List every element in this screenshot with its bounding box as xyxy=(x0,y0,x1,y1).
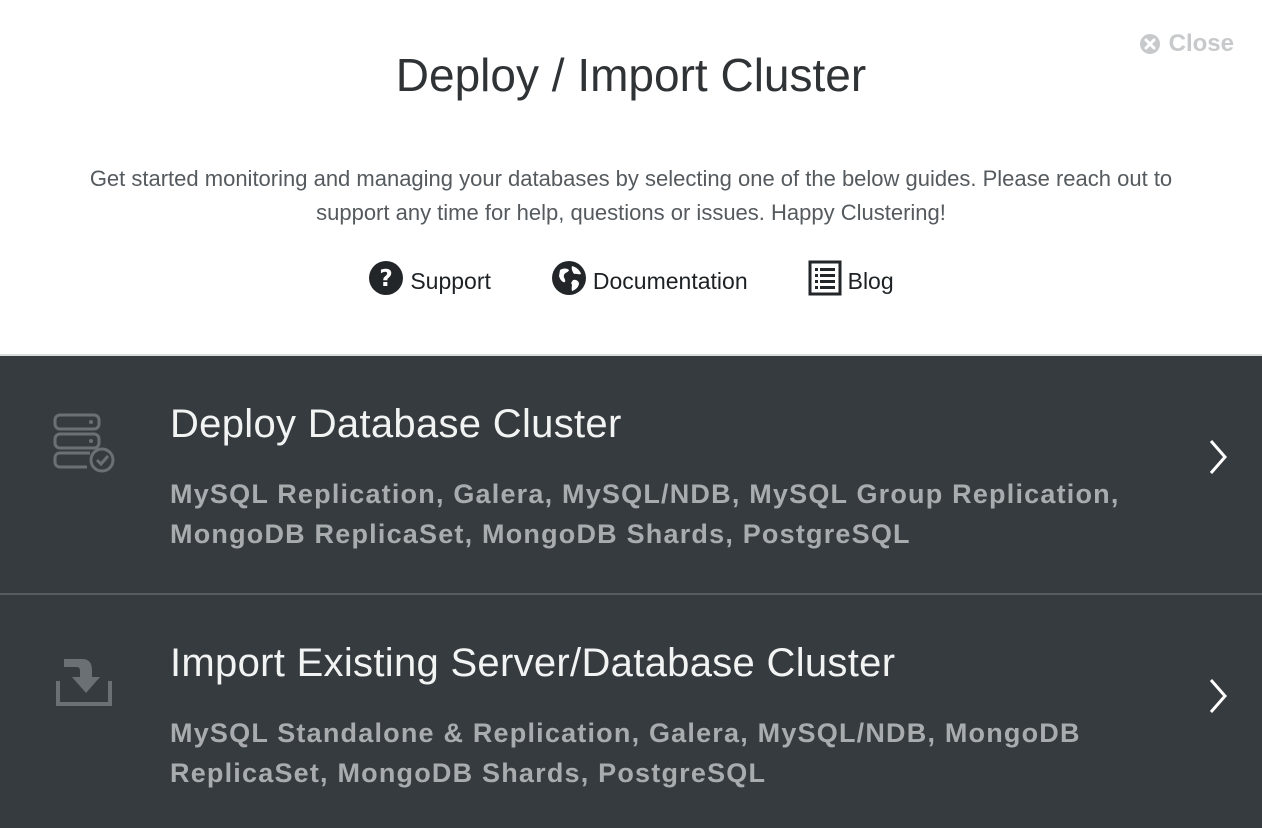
blog-link[interactable]: Blog xyxy=(808,260,894,296)
close-button[interactable]: Close xyxy=(1139,30,1234,58)
deploy-cluster-description: MySQL Replication, Galera, MySQL/NDB, My… xyxy=(170,479,1120,549)
globe-icon xyxy=(551,260,587,296)
support-link[interactable]: ? Support xyxy=(368,260,491,296)
intro-text: Get started monitoring and managing your… xyxy=(89,166,1173,225)
chevron-right-icon xyxy=(1208,677,1228,720)
modal-title: Deploy / Import Cluster xyxy=(395,49,867,101)
deploy-cluster-option[interactable]: Deploy Database Cluster MySQL Replicatio… xyxy=(0,356,1262,593)
svg-text:?: ? xyxy=(380,266,393,292)
chevron-right-icon xyxy=(1208,438,1228,481)
import-cluster-option[interactable]: Import Existing Server/Database Cluster … xyxy=(0,593,1262,828)
close-circle-icon xyxy=(1139,33,1161,55)
modal-header: Close Deploy / Import Cluster Get starte… xyxy=(0,0,1262,356)
blog-link-label: Blog xyxy=(847,268,894,294)
support-link-label: Support xyxy=(410,268,491,294)
documentation-link-label: Documentation xyxy=(592,268,748,294)
server-stack-check-icon xyxy=(52,412,118,481)
documentation-link[interactable]: Documentation xyxy=(551,260,748,296)
help-links: ? Support Documentation xyxy=(0,260,1262,296)
import-cluster-title: Import Existing Server/Database Cluster xyxy=(170,641,896,685)
deploy-cluster-title: Deploy Database Cluster xyxy=(170,402,622,446)
import-cluster-description: MySQL Standalone & Replication, Galera, … xyxy=(170,718,1081,788)
close-label: Close xyxy=(1168,30,1234,57)
list-document-icon xyxy=(808,260,842,296)
question-circle-icon: ? xyxy=(368,260,404,296)
import-tray-icon xyxy=(52,651,116,714)
